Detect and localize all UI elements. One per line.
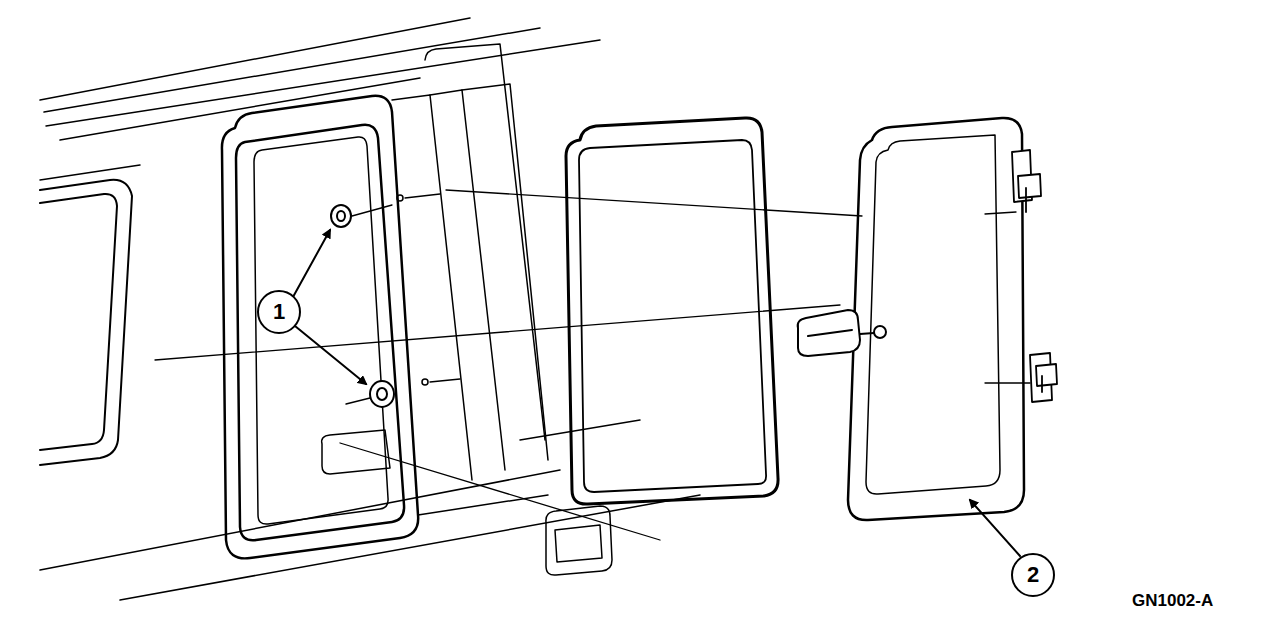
callout-circle: 1 — [257, 290, 301, 334]
callout-number: 1 — [273, 301, 285, 323]
callout-circle: 2 — [1011, 553, 1055, 597]
callout-number: 2 — [1027, 564, 1039, 586]
figure-code: GN1002-A — [1132, 591, 1213, 611]
